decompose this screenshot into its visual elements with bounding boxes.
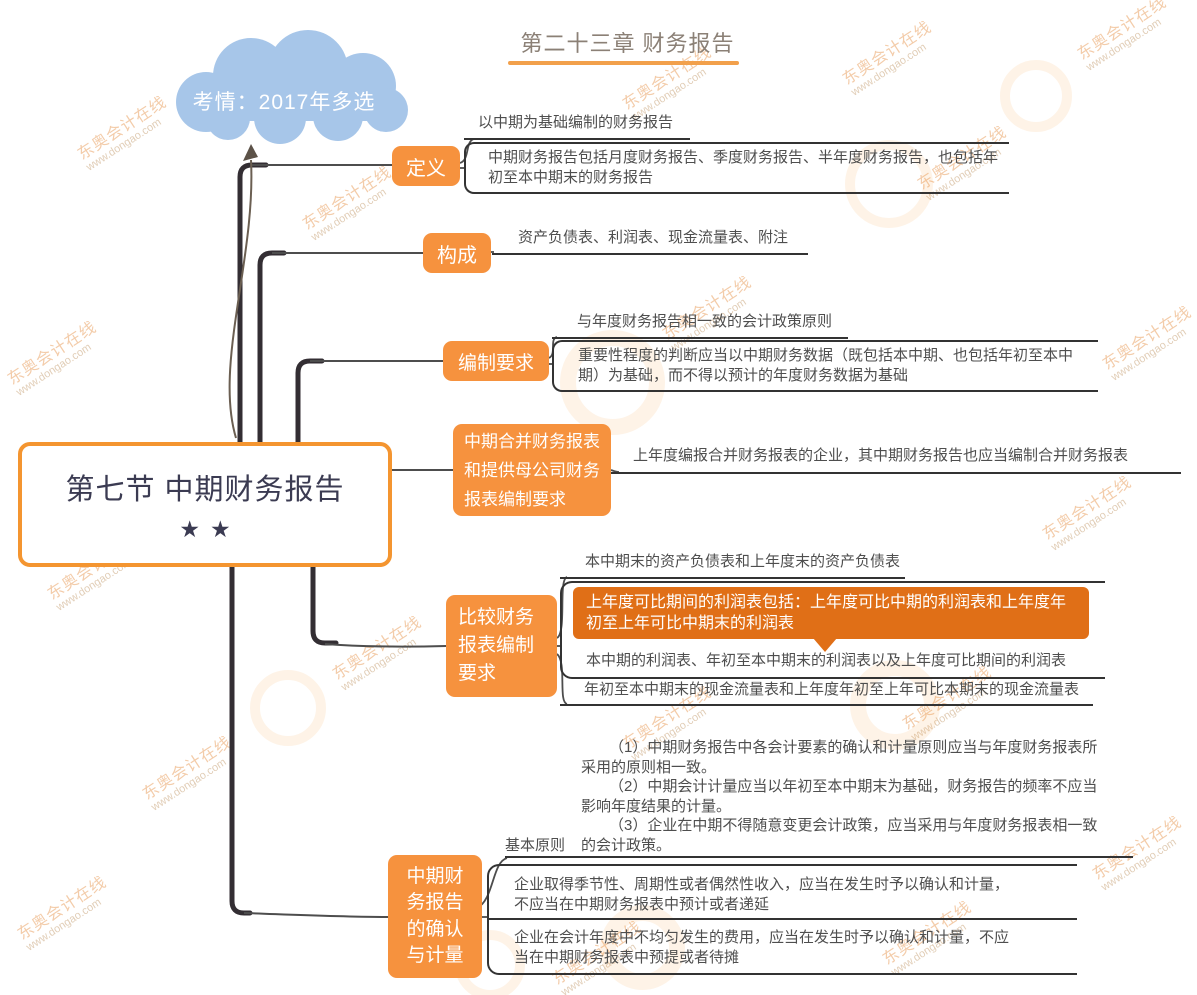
root-title: 第七节 中期财务报告 bbox=[65, 474, 345, 506]
branch-node-comparative[interactable]: 比较财务报表编制要求 bbox=[446, 595, 557, 697]
basic-principle-text: （1）中期财务报告中各会计要素的确认和计量原则应当与年度财务报表所采用的原则相一… bbox=[581, 738, 1111, 855]
leaf-preparation-2[interactable]: 重要性程度的判断应当以中期财务数据（既包括本中期、也包括年初至本中期）为基础，而… bbox=[552, 340, 1098, 392]
callout-note[interactable]: 上年度可比期间的利润表包括：上年度可比中期的利润表和上年度年初至上年可比中期末的… bbox=[573, 587, 1089, 652]
branch-node-preparation[interactable]: 编制要求 bbox=[443, 341, 549, 381]
leaf-consolidated-1[interactable]: 上年度编报合并财务报表的企业，其中期财务报告也应当编制合并财务报表 bbox=[611, 446, 1181, 474]
leaf-comparative-1[interactable]: 本中期末的资产负债表和上年度末的资产负债表 bbox=[560, 552, 905, 579]
leaf-comparative-3[interactable]: 年初至本中期末的现金流量表和上年度年初至上年可比本期末的现金流量表 bbox=[560, 680, 1093, 706]
root-node[interactable]: 第七节 中期财务报告 ★★ bbox=[18, 442, 392, 567]
leaf-definition-2[interactable]: 中期财务报告包括月度财务报告、季度财务报告、半年度财务报告，也包括年初至本中期末… bbox=[464, 142, 1009, 194]
callout-text: 上年度可比期间的利润表包括：上年度可比中期的利润表和上年度年初至上年可比中期末的… bbox=[586, 594, 1067, 632]
branch-node-composition[interactable]: 构成 bbox=[423, 233, 491, 273]
basic-principle-p2: （2）中期会计计量应当以年初至本中期末为基础，财务报告的频率不应当影响年度结果的… bbox=[581, 778, 1098, 815]
watermark-logo-icon bbox=[1000, 60, 1072, 132]
exam-note-cloud[interactable]: 考情：2017年多选 bbox=[148, 26, 420, 144]
basic-principle-label: 基本原则 bbox=[505, 837, 566, 854]
leaf-basic-principle[interactable]: 基本原则 （1）中期财务报告中各会计要素的确认和计量原则应当与年度财务报表所采用… bbox=[505, 738, 1133, 858]
leaf-preparation-1[interactable]: 与年度财务报告相一致的会计政策原则 bbox=[552, 312, 848, 339]
leaf-comparative-2[interactable]: 本中期的利润表、年初至本中期末的利润表以及上年度可比期间的利润表 bbox=[586, 652, 1067, 669]
branch-node-definition[interactable]: 定义 bbox=[392, 146, 460, 186]
root-stars: ★★ bbox=[179, 516, 241, 542]
arrow-to-cloud bbox=[228, 144, 258, 439]
cloud-shape-icon bbox=[176, 30, 408, 144]
title-underline bbox=[508, 61, 739, 65]
leaf-definition-1[interactable]: 以中期为基础编制的财务报告 bbox=[464, 113, 690, 140]
comparative-group-bracket: 上年度可比期间的利润表包括：上年度可比中期的利润表和上年度年初至上年可比中期末的… bbox=[560, 581, 1105, 679]
cloud-text: 考情：2017年多选 bbox=[192, 91, 376, 114]
leaf-recognition-2[interactable]: 企业取得季节性、周期性或者偶然性收入，应当在发生时予以确认和计量，不应当在中期财… bbox=[489, 866, 1077, 920]
recognition-group-bracket: 企业取得季节性、周期性或者偶然性收入，应当在发生时予以确认和计量，不应当在中期财… bbox=[487, 864, 1077, 975]
branch-node-consolidated[interactable]: 中期合并财务报表和提供母公司财务报表编制要求 bbox=[453, 424, 611, 516]
watermark-logo-icon bbox=[250, 670, 326, 746]
basic-principle-p3: （3）企业在中期不得随意变更会计政策，应当采用与年度财务报表相一致的会计政策。 bbox=[581, 817, 1098, 854]
leaf-composition-1[interactable]: 资产负债表、利润表、现金流量表、附注 bbox=[492, 228, 808, 255]
callout-tail-icon bbox=[813, 638, 837, 652]
leaf-recognition-3[interactable]: 企业在会计年度中不均匀发生的费用，应当在发生时予以确认和计量，不应当在中期财务报… bbox=[514, 929, 1010, 966]
basic-principle-p1: （1）中期财务报告中各会计要素的确认和计量原则应当与年度财务报表所采用的原则相一… bbox=[581, 739, 1098, 776]
branch-node-recognition[interactable]: 中期财务报告的确认与计量 bbox=[388, 855, 482, 978]
page-title: 第二十三章 财务报告 bbox=[520, 31, 735, 56]
